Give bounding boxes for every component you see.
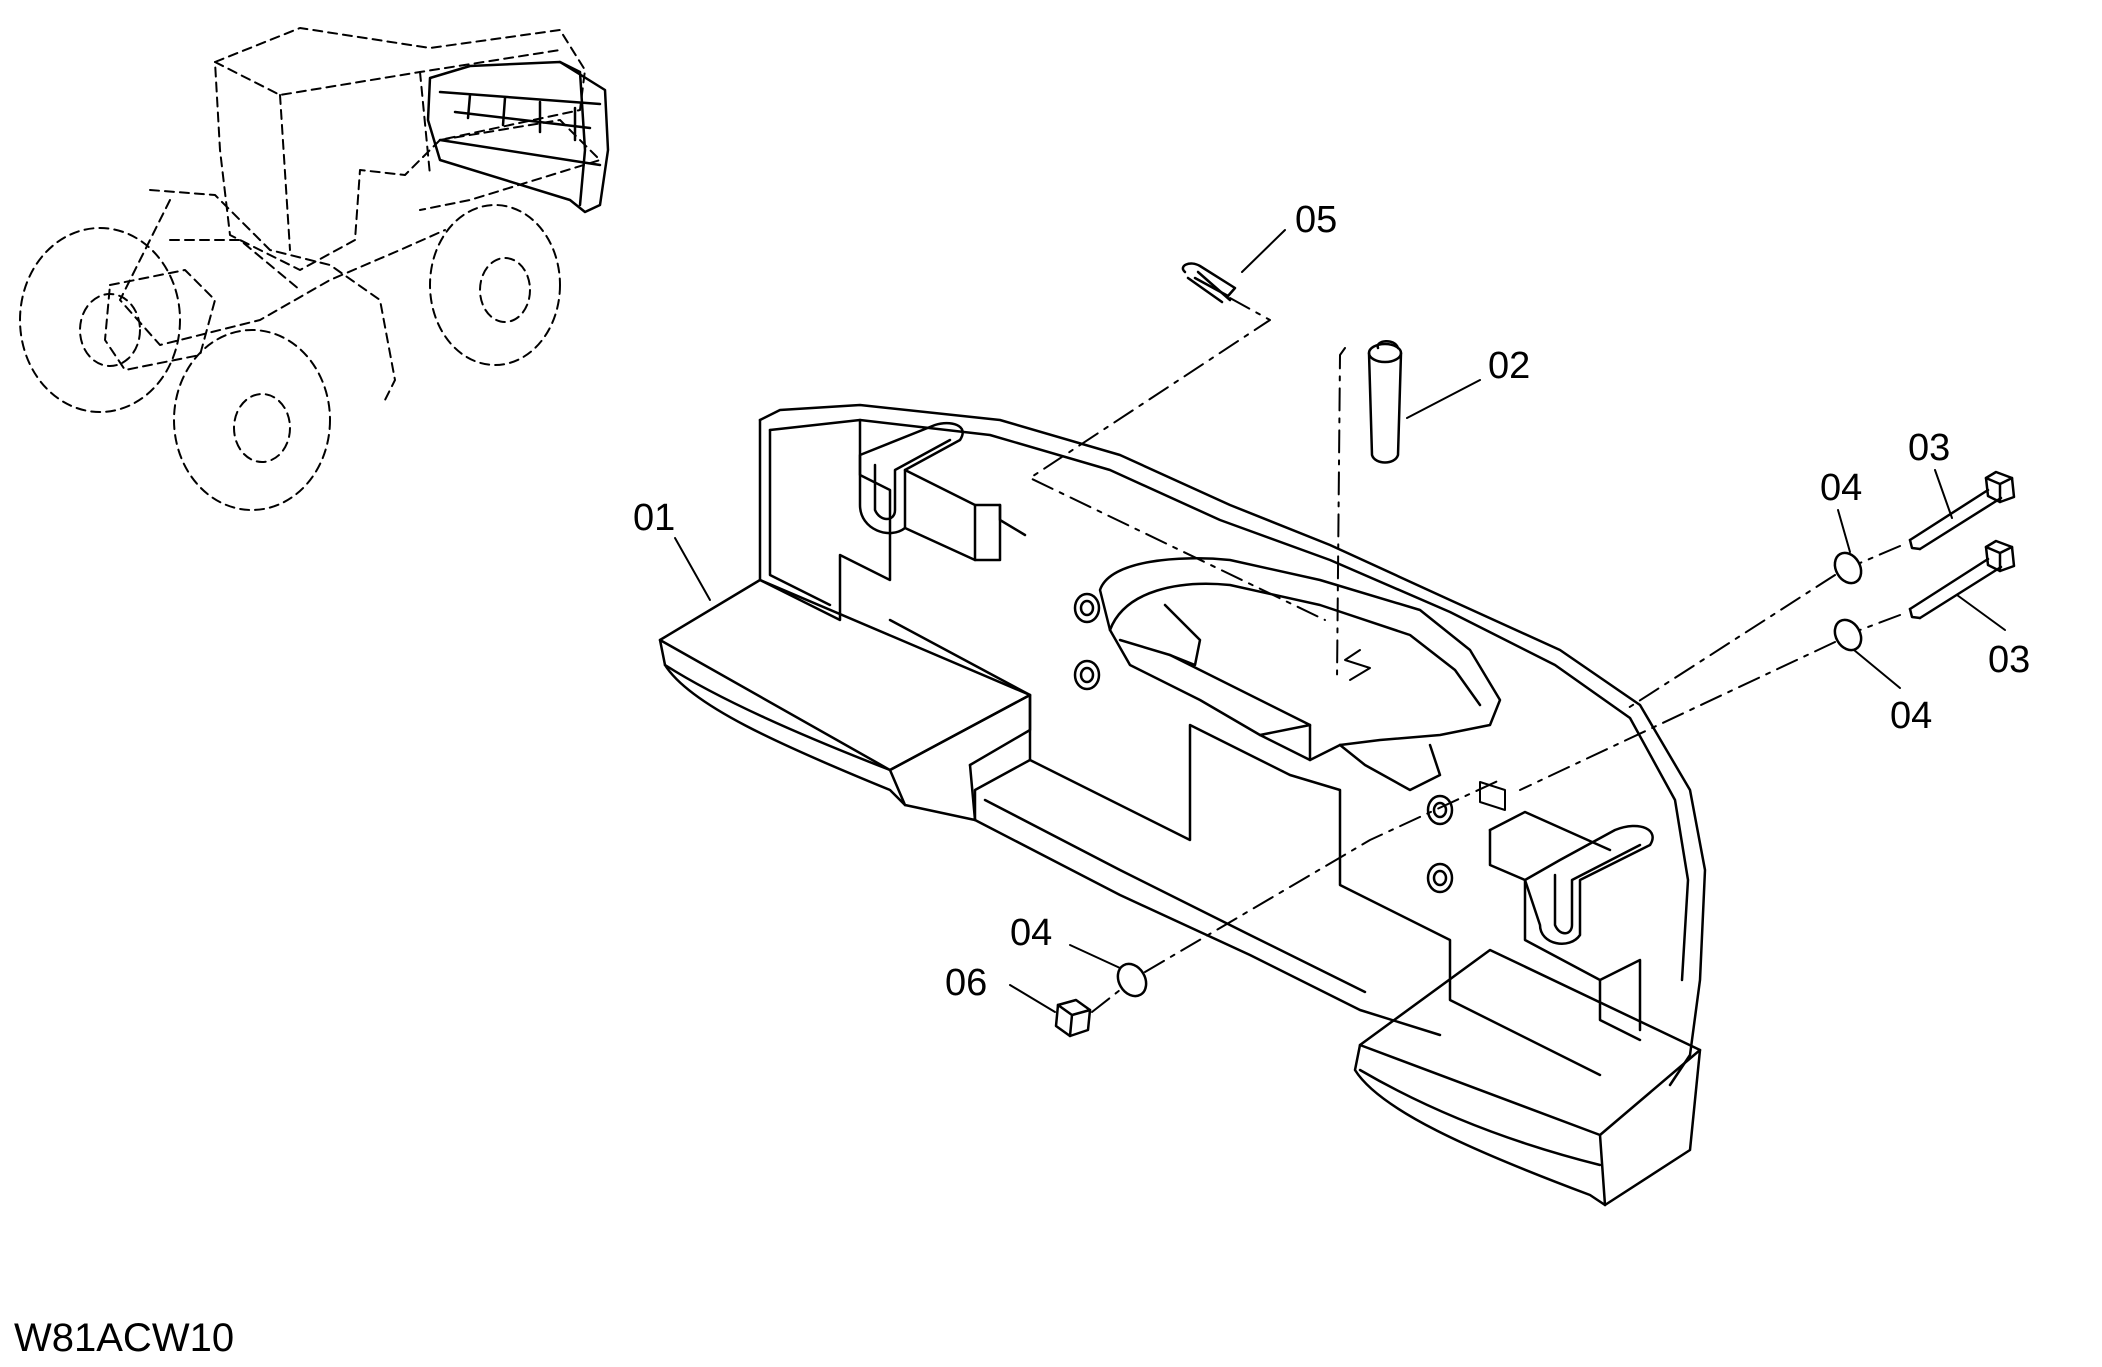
callout-04-lower: 04 xyxy=(1010,912,1052,954)
inset-front-wheel-lower xyxy=(173,329,331,511)
inset-boom xyxy=(149,189,396,401)
inset-bucket xyxy=(104,269,216,371)
clip-part-05 xyxy=(1181,262,1237,304)
bolt-part-03-lower xyxy=(1908,539,2016,620)
inset-engine-hood xyxy=(419,119,601,211)
washer-part-04-upper xyxy=(1833,551,1863,585)
inset-front-wheel-lower-hub xyxy=(233,393,291,463)
callout-01: 01 xyxy=(633,497,675,539)
inset-frame xyxy=(119,199,446,346)
callout-04-upper: 04 xyxy=(1820,467,1862,509)
callout-03-lower: 03 xyxy=(1988,639,2030,681)
callout-06: 06 xyxy=(945,962,987,1004)
inset-rear-wheel xyxy=(429,204,561,366)
leader-03-lower xyxy=(1956,594,2006,631)
center-cavity xyxy=(1098,557,1502,762)
inset-front-wheel-left xyxy=(19,227,181,413)
axis-clip-to-cavity xyxy=(1029,297,1326,621)
nut-part-06 xyxy=(1054,998,1092,1038)
counterweight-front-face xyxy=(888,618,1602,1077)
counterweight-left-foot xyxy=(658,578,1032,772)
mount-hole-lower-right xyxy=(1426,862,1454,894)
left-lifting-slot xyxy=(858,421,964,535)
machine-inset xyxy=(19,27,601,511)
mount-hole-upper-right xyxy=(1426,794,1454,826)
axis-lower-bolt xyxy=(1519,614,1901,791)
inset-front-wheel-left-hub xyxy=(79,293,141,367)
assembly-axes xyxy=(1029,297,1901,1013)
leader-04-middle xyxy=(1853,649,1901,689)
counterweight-right-foot xyxy=(1358,948,1702,1137)
inset-counterweight-highlight xyxy=(426,60,610,214)
callout-03-upper: 03 xyxy=(1908,427,1950,469)
leader-lines xyxy=(674,229,2006,1013)
leader-04-lower xyxy=(1069,944,1121,969)
leader-06 xyxy=(1009,984,1056,1013)
washer-part-04-middle xyxy=(1833,618,1863,652)
pin-part-02 xyxy=(1367,340,1403,464)
axis-upper-bolt xyxy=(1624,545,1901,711)
leader-05 xyxy=(1241,229,1286,273)
washer-part-04-lower xyxy=(1116,962,1148,998)
leader-02 xyxy=(1406,379,1481,419)
axis-lower-washer xyxy=(1144,779,1501,973)
inset-cab xyxy=(214,27,586,271)
callout-labels: 01 02 03 03 04 04 04 05 06 xyxy=(633,199,2030,1004)
axis-pin-to-cavity xyxy=(1336,347,1346,681)
counterweight-right-block xyxy=(1488,828,1642,1042)
mount-hole-lower-left xyxy=(1073,659,1101,691)
bolt-part-03-upper xyxy=(1908,470,2016,551)
inset-cab-roof xyxy=(214,49,561,96)
callout-05: 05 xyxy=(1295,199,1337,241)
axis-nut xyxy=(1091,989,1121,1013)
right-lifting-slot xyxy=(1523,824,1654,945)
inset-cab-pillar xyxy=(279,71,431,251)
leader-01 xyxy=(674,537,711,601)
counterweight-part-01 xyxy=(658,403,1707,1207)
callout-02: 02 xyxy=(1488,345,1530,387)
leader-03-upper xyxy=(1934,469,1953,519)
leader-04-upper xyxy=(1837,509,1851,553)
counterweight-top-inner xyxy=(768,418,1690,982)
callout-04-middle: 04 xyxy=(1890,695,1932,737)
drawing-code: W81ACW10 xyxy=(14,1316,235,1360)
counterweight-top-outline xyxy=(758,403,1707,1087)
mount-hole-upper-left xyxy=(1073,592,1101,624)
inset-rear-wheel-hub xyxy=(479,257,531,323)
